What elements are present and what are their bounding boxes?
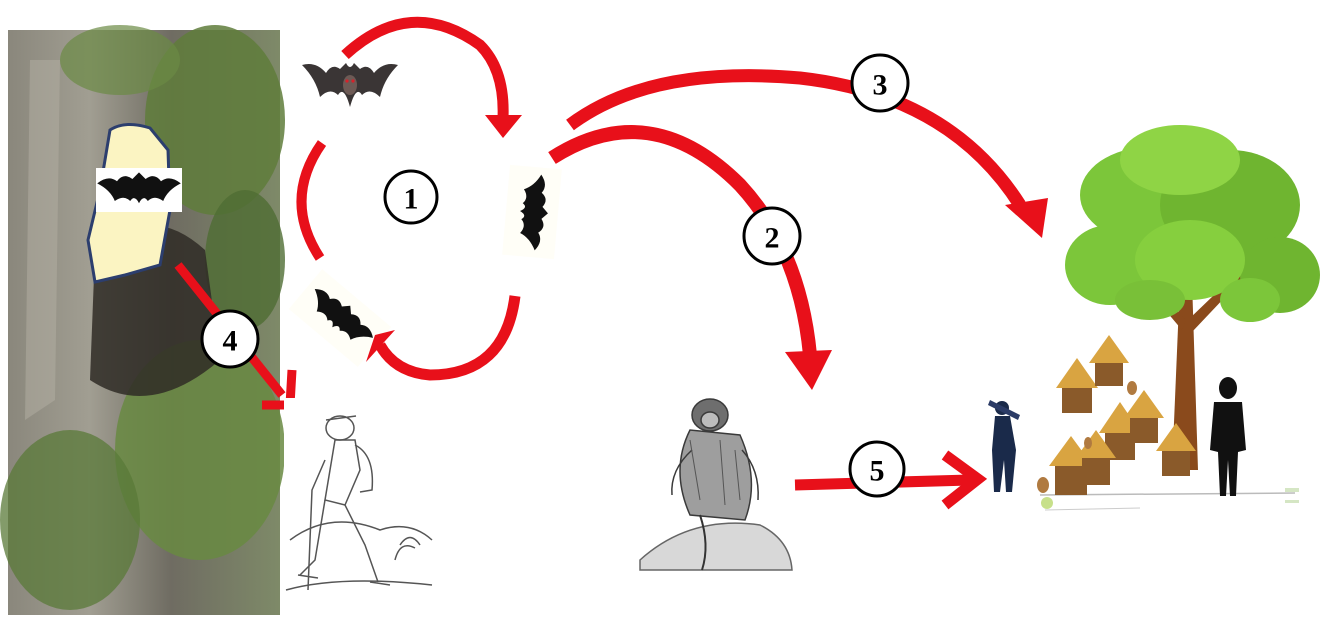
label-4-text: 4	[223, 325, 238, 358]
person-silhouette-icon	[1210, 377, 1246, 496]
hut-icon	[1156, 423, 1196, 476]
bat-icon	[288, 269, 392, 367]
arrow-2	[548, 125, 817, 356]
cycle-arrowhead	[485, 115, 522, 138]
label-1-text: 1	[404, 183, 419, 216]
cycle-arrow	[375, 295, 521, 381]
arrow-2-head	[785, 350, 832, 390]
cycle-arrowhead	[366, 330, 395, 362]
cycle-arrow	[296, 140, 327, 261]
arrow-3-head	[1005, 198, 1048, 238]
bat-icon	[97, 172, 181, 204]
label-5: 5	[848, 440, 906, 498]
village-scene	[988, 125, 1320, 511]
bat-icon	[302, 63, 398, 107]
bat-cycle	[288, 16, 562, 381]
hut-icon	[1056, 358, 1098, 413]
label-3-text: 3	[873, 69, 888, 102]
person-silhouette-icon	[988, 400, 1020, 492]
hiker-drawing	[284, 398, 434, 613]
label-3: 3	[850, 53, 910, 113]
cycle-arrow	[341, 16, 509, 119]
hut-icon	[1089, 335, 1129, 386]
label-2-text: 2	[765, 222, 780, 255]
tree-icon	[1065, 125, 1320, 470]
label-4: 4	[200, 309, 260, 369]
label-1: 1	[383, 169, 439, 225]
label-2: 2	[742, 206, 802, 266]
arrow-3	[566, 69, 1026, 209]
label-5-text: 5	[870, 455, 885, 488]
hut-icon	[1124, 390, 1164, 443]
arrow-5-head	[941, 450, 988, 510]
monkey-drawing	[639, 398, 793, 571]
hut-icon	[1076, 430, 1116, 485]
bat-icon	[502, 164, 562, 260]
